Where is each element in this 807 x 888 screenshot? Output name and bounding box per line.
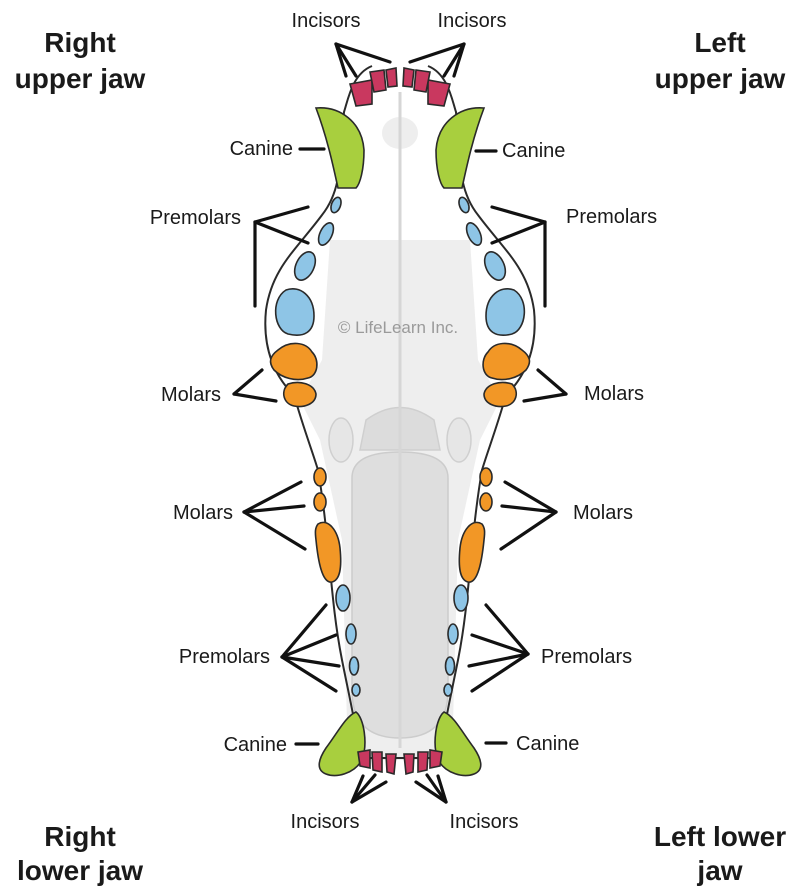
label-right-lower-incisors: Incisors — [291, 811, 360, 833]
pointer-left-lower-premolars — [469, 605, 528, 691]
pointer-left-lower-incisors — [416, 775, 446, 802]
left-upper-incisors — [403, 68, 450, 106]
pointer-left-upper-molars — [524, 370, 566, 401]
left-lower-canine — [435, 712, 481, 775]
label-left-lower-incisors: Incisors — [450, 811, 519, 833]
left-upper-jaw-title-line1: Left — [694, 27, 745, 58]
label-left-upper-incisors: Incisors — [438, 10, 507, 32]
pointer-right-lower-premolars — [282, 605, 339, 691]
label-right-upper-premolars: Premolars — [150, 207, 241, 229]
watermark-text: © LifeLearn Inc. — [338, 318, 458, 337]
label-right-upper-canine: Canine — [230, 138, 293, 160]
label-right-lower-canine: Canine — [224, 734, 287, 756]
label-left-lower-premolars: Premolars — [541, 646, 632, 668]
right-lower-canine — [319, 712, 365, 775]
label-left-lower-canine: Canine — [516, 733, 579, 755]
pointer-right-upper-molars — [234, 370, 276, 401]
label-left-upper-canine: Canine — [502, 140, 565, 162]
label-right-upper-molars: Molars — [161, 384, 221, 406]
label-left-upper-premolars: Premolars — [566, 206, 657, 228]
pointer-right-lower-molars — [244, 482, 305, 549]
label-right-lower-molars: Molars — [173, 502, 233, 524]
pointer-right-lower-incisors — [352, 775, 386, 802]
left-upper-canine — [436, 108, 484, 188]
left-lower-incisors — [404, 750, 442, 774]
left-lower-jaw-title-line2: jaw — [696, 855, 742, 886]
label-right-lower-premolars: Premolars — [179, 646, 270, 668]
right-lower-jaw-title-line2: lower jaw — [17, 855, 143, 886]
right-upper-jaw-title-line2: upper jaw — [15, 63, 146, 94]
pointer-left-lower-molars — [501, 482, 556, 549]
right-upper-incisors — [350, 68, 397, 106]
label-right-upper-incisors: Incisors — [292, 10, 361, 32]
right-lower-incisors — [358, 750, 396, 774]
label-left-lower-molars: Molars — [573, 502, 633, 524]
right-lower-jaw-title-line1: Right — [44, 821, 116, 852]
left-upper-jaw-title-line2: upper jaw — [655, 63, 786, 94]
label-left-upper-molars: Molars — [584, 383, 644, 405]
left-lower-jaw-title-line1: Left lower — [654, 821, 786, 852]
right-upper-jaw-title-line1: Right — [44, 27, 116, 58]
